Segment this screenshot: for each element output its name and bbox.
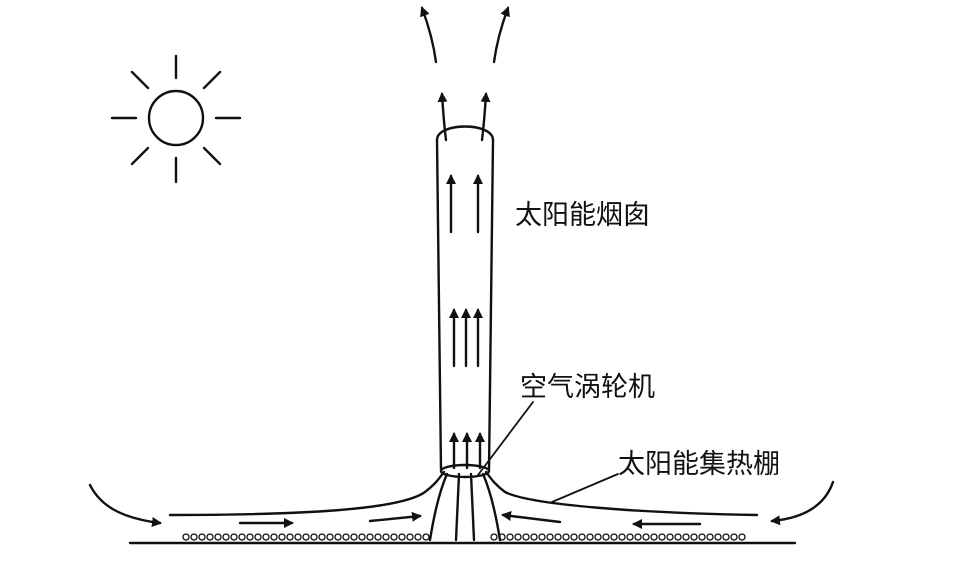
- bead: [658, 533, 666, 541]
- leader-lines: [477, 401, 619, 503]
- bead: [206, 533, 214, 541]
- bead: [358, 533, 366, 541]
- bead: [278, 533, 286, 541]
- bead: [506, 533, 514, 541]
- bead: [546, 533, 554, 541]
- collector-label: 太阳能集热棚: [618, 449, 780, 480]
- bead: [618, 533, 626, 541]
- bead: [414, 533, 422, 541]
- bead: [182, 533, 190, 541]
- bead: [374, 533, 382, 541]
- bead: [650, 533, 658, 541]
- bead: [586, 533, 594, 541]
- bead: [230, 533, 238, 541]
- bead: [254, 533, 262, 541]
- bead: [342, 533, 350, 541]
- bead: [326, 533, 334, 541]
- bead: [198, 533, 206, 541]
- chimney-label: 太阳能烟囱: [515, 200, 650, 231]
- bead: [698, 533, 706, 541]
- bead: [270, 533, 278, 541]
- bead: [190, 533, 198, 541]
- bead: [406, 533, 414, 541]
- bead: [722, 533, 730, 541]
- bead: [422, 533, 430, 541]
- bead: [286, 533, 294, 541]
- bead: [706, 533, 714, 541]
- bead: [334, 533, 342, 541]
- bead: [382, 533, 390, 541]
- bead: [562, 533, 570, 541]
- bead: [366, 533, 374, 541]
- bead: [294, 533, 302, 541]
- air-turbine-label: 空气涡轮机: [520, 372, 655, 403]
- bead: [634, 533, 642, 541]
- bead: [530, 533, 538, 541]
- updraft-arrows: [446, 174, 485, 470]
- bead: [238, 533, 246, 541]
- bead: [490, 533, 498, 541]
- bead: [594, 533, 602, 541]
- heat-storage-beads: [182, 533, 746, 541]
- bead: [674, 533, 682, 541]
- bead: [214, 533, 222, 541]
- chimney-tube: [435, 125, 495, 479]
- exhaust-arrows: [420, 6, 510, 142]
- bead: [738, 533, 746, 541]
- bead: [642, 533, 650, 541]
- ground: [128, 533, 797, 545]
- bead: [350, 533, 358, 541]
- bead: [602, 533, 610, 541]
- bead: [310, 533, 318, 541]
- collector-canopy: [168, 470, 759, 542]
- bead: [498, 533, 506, 541]
- bead: [570, 533, 578, 541]
- bead: [626, 533, 634, 541]
- bead: [318, 533, 326, 541]
- bead: [666, 533, 674, 541]
- inflow-arrows: [88, 480, 835, 529]
- sun-icon: [110, 54, 242, 184]
- bead: [222, 533, 230, 541]
- bead: [262, 533, 270, 541]
- bead: [690, 533, 698, 541]
- bead: [578, 533, 586, 541]
- bead: [714, 533, 722, 541]
- bead: [522, 533, 530, 541]
- bead: [730, 533, 738, 541]
- bead: [610, 533, 618, 541]
- bead: [514, 533, 522, 541]
- bead: [246, 533, 254, 541]
- bead: [554, 533, 562, 541]
- bead: [302, 533, 310, 541]
- bead: [390, 533, 398, 541]
- bead: [398, 533, 406, 541]
- bead: [538, 533, 546, 541]
- bead: [682, 533, 690, 541]
